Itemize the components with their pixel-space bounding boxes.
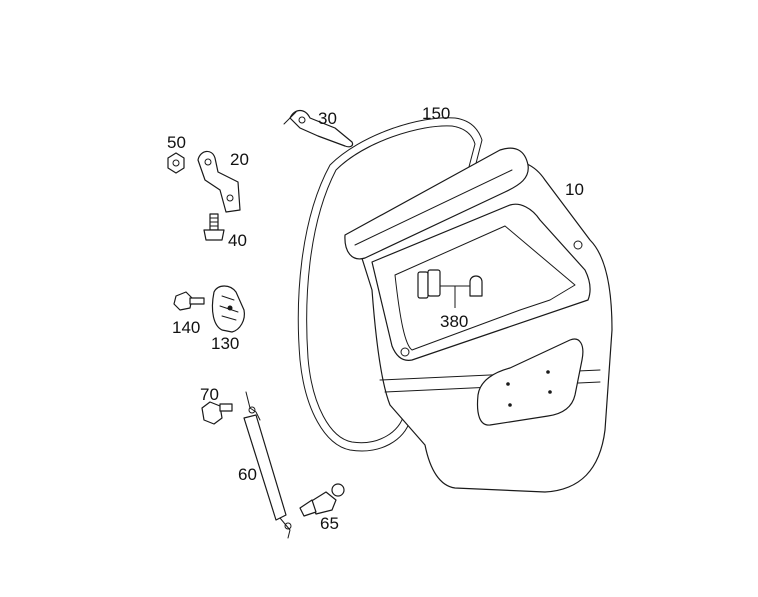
part-70-bolt	[201, 401, 233, 425]
part-20-hinge-bracket	[197, 150, 241, 213]
part-10-tailgate	[344, 147, 613, 493]
part-380-clip	[417, 269, 483, 308]
part-40-bolt	[203, 213, 225, 241]
callout-130: 130	[211, 334, 240, 353]
callout-20: 20	[230, 150, 249, 169]
part-50-nut	[167, 152, 185, 174]
part-130-lock	[211, 285, 245, 333]
part-140-screw	[173, 291, 205, 311]
part-150-seal	[297, 117, 483, 452]
callout-65: 65	[320, 514, 339, 533]
callout-10: 10	[565, 180, 584, 199]
callout-70: 70	[200, 385, 219, 404]
callout-40: 40	[228, 231, 247, 250]
callout-60: 60	[238, 465, 257, 484]
part-30-hinge-arm	[283, 109, 354, 148]
callout-140: 140	[172, 318, 201, 337]
callout-380: 380	[440, 312, 469, 331]
part-60-gas-strut	[243, 391, 292, 539]
callout-150: 150	[422, 104, 451, 123]
callout-50: 50	[167, 133, 186, 152]
part-65-ball-stud	[299, 483, 345, 517]
callout-30: 30	[318, 109, 337, 128]
